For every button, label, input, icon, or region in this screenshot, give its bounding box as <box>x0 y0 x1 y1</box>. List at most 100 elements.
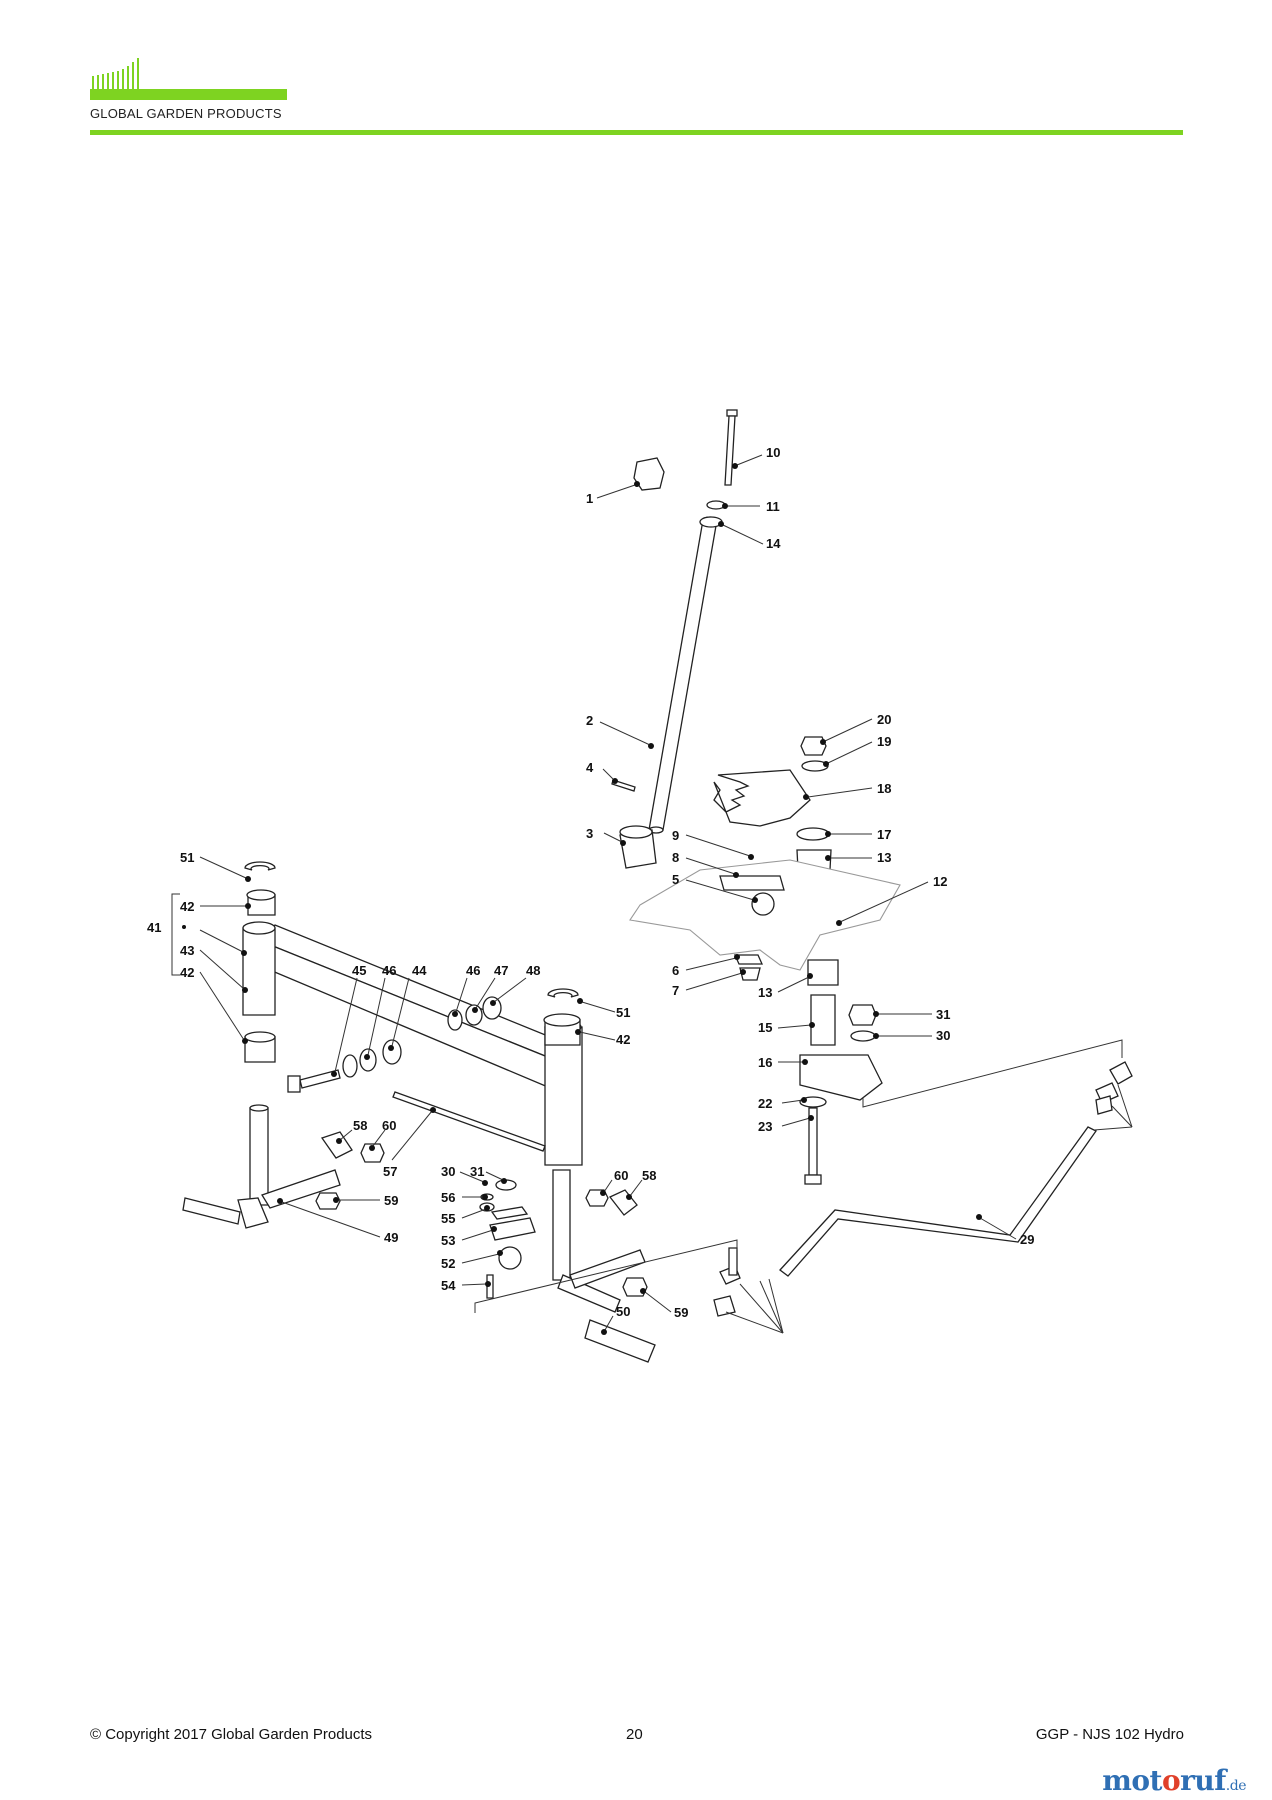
callout-41: 41 <box>147 920 161 935</box>
callout-53: 53 <box>441 1226 497 1248</box>
callout-22: 22 <box>758 1096 807 1111</box>
callout-49: 49 <box>277 1198 398 1245</box>
svg-text:60: 60 <box>614 1168 628 1183</box>
svg-text:46: 46 <box>382 963 396 978</box>
svg-text:4: 4 <box>586 760 594 775</box>
callout-23: 23 <box>758 1115 814 1134</box>
callout-54: 54 <box>441 1278 491 1293</box>
callout-9: 9 <box>672 828 754 860</box>
svg-text:55: 55 <box>441 1211 455 1226</box>
callout-46-left: 46 <box>364 963 396 1060</box>
callout-20: 20 <box>820 712 891 745</box>
sleeve-part <box>244 889 581 1063</box>
svg-text:46: 46 <box>466 963 480 978</box>
ball-joint-part <box>320 1131 638 1216</box>
callout-15: 15 <box>758 1020 815 1035</box>
svg-text:57: 57 <box>383 1164 397 1179</box>
callout-42-right: 42 <box>575 1029 630 1047</box>
callout-12: 12 <box>836 874 947 926</box>
svg-text:48: 48 <box>526 963 540 978</box>
footer-copyright: © Copyright 2017 Global Garden Products <box>90 1726 373 1743</box>
callout-1: 1 <box>586 481 640 506</box>
svg-text:1: 1 <box>586 491 593 506</box>
svg-text:52: 52 <box>441 1256 455 1271</box>
svg-text:31: 31 <box>470 1164 484 1179</box>
watermark-logo: motoruf.de <box>1102 1764 1246 1797</box>
svg-text:59: 59 <box>674 1305 688 1320</box>
svg-text:43: 43 <box>180 943 194 958</box>
svg-text:3: 3 <box>586 826 593 841</box>
callout-11: 11 <box>722 499 780 514</box>
company-logo-icon <box>90 58 287 100</box>
callout-10: 10 <box>732 445 780 469</box>
steering-shaft-part <box>648 516 719 834</box>
callout-8: 8 <box>672 850 739 878</box>
bushing-part <box>619 825 657 869</box>
left-spindle-part <box>182 1104 341 1229</box>
svg-text:56: 56 <box>441 1190 455 1205</box>
svg-text:13: 13 <box>877 850 891 865</box>
svg-text:58: 58 <box>353 1118 367 1133</box>
footer-page-number: 20 <box>626 1726 643 1743</box>
watermark-part-a: mot <box>1102 1764 1162 1797</box>
svg-text:59: 59 <box>384 1193 398 1208</box>
callout-30-right: 30 <box>873 1028 950 1043</box>
callout-52: 52 <box>441 1250 503 1271</box>
svg-text:42: 42 <box>616 1032 630 1047</box>
svg-text:10: 10 <box>766 445 780 460</box>
header-rule <box>90 130 1183 135</box>
svg-text:15: 15 <box>758 1020 772 1035</box>
svg-text:30: 30 <box>936 1028 950 1043</box>
callout-43: 43 <box>180 943 248 993</box>
svg-text:47: 47 <box>494 963 508 978</box>
axle-bolt-part <box>287 996 502 1093</box>
svg-text:12: 12 <box>933 874 947 889</box>
callout-19: 19 <box>823 734 891 767</box>
ball-plate-part <box>479 1179 536 1299</box>
watermark-tld: .de <box>1225 1778 1247 1794</box>
watermark-part-b: o <box>1161 1764 1181 1797</box>
callout-46-right: 46 <box>452 963 480 1017</box>
svg-text:11: 11 <box>766 499 780 514</box>
svg-text:23: 23 <box>758 1119 772 1134</box>
callout-45: 45 <box>331 963 366 1077</box>
svg-text:31: 31 <box>936 1007 950 1022</box>
company-name: GLOBAL GARDEN PRODUCTS <box>90 106 282 121</box>
svg-text:16: 16 <box>758 1055 772 1070</box>
callout-2: 2 <box>586 713 654 749</box>
plate-ball-part <box>719 875 785 916</box>
bracket-line <box>171 893 180 976</box>
callout-4: 4 <box>586 760 618 784</box>
svg-text:29: 29 <box>1020 1232 1034 1247</box>
callout-31-right: 31 <box>873 1007 950 1022</box>
callout-50: 50 <box>601 1304 630 1335</box>
callout-58-left: 58 <box>336 1118 367 1144</box>
callout-58-right: 58 <box>626 1168 656 1200</box>
callout-59-left: 59 <box>333 1193 398 1208</box>
svg-text:41: 41 <box>147 920 161 935</box>
callout-13-lower: 13 <box>758 973 813 1000</box>
bracket-line <box>474 1239 738 1313</box>
svg-text:50: 50 <box>616 1304 630 1319</box>
svg-text:45: 45 <box>352 963 366 978</box>
svg-text:49: 49 <box>384 1230 398 1245</box>
svg-text:42: 42 <box>180 899 194 914</box>
svg-text:20: 20 <box>877 712 891 727</box>
svg-text:18: 18 <box>877 781 891 796</box>
svg-text:7: 7 <box>672 983 679 998</box>
drag-link-leaders <box>725 1084 1133 1334</box>
callout-42-top: 42 <box>180 899 251 914</box>
callout-5: 5 <box>672 872 758 903</box>
callout-44: 44 <box>388 963 427 1051</box>
nut-washer-right-part <box>848 1004 877 1042</box>
svg-text:8: 8 <box>672 850 679 865</box>
svg-text:51: 51 <box>616 1005 630 1020</box>
watermark-part-c: ruf <box>1180 1764 1226 1797</box>
svg-text:51: 51 <box>180 850 194 865</box>
bolt-part <box>699 409 738 528</box>
callout-7: 7 <box>672 969 746 998</box>
callout-bullet <box>182 925 247 956</box>
callout-59-right: 59 <box>640 1288 688 1320</box>
callout-51-right: 51 <box>577 998 630 1020</box>
callout-51-left: 51 <box>180 850 251 882</box>
